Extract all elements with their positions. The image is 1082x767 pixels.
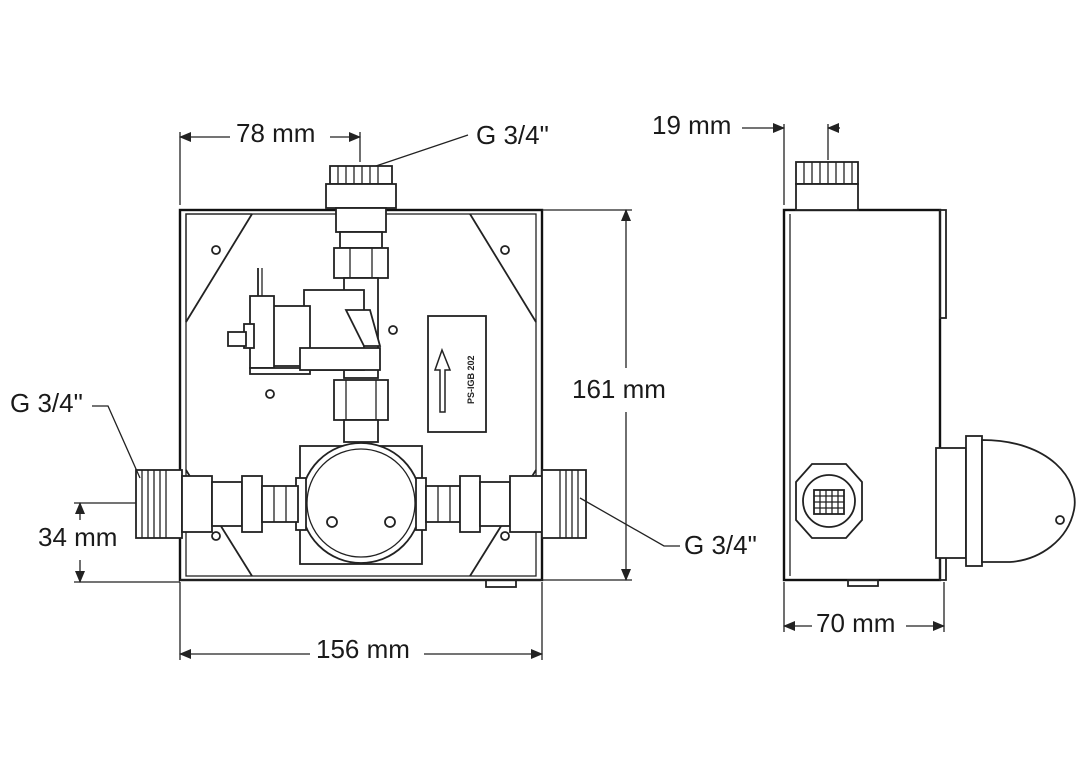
side-dome-cap <box>935 435 1076 567</box>
left-pipe-fitting <box>135 469 299 539</box>
valve-nut <box>333 379 389 421</box>
side-top-fitting <box>795 161 859 211</box>
dimension-lines <box>74 123 945 660</box>
central-chamber <box>295 442 427 565</box>
dim-bottom-offset: 34 mm <box>38 522 117 552</box>
flow-label-plate: PS-IGB 202 <box>427 315 487 433</box>
dim-top-width: 78 mm <box>236 118 315 148</box>
corner-bracket-tl <box>185 213 253 323</box>
dim-top-offset-side: 19 mm <box>652 110 731 140</box>
plate-text: PS-IGB 202 <box>466 355 476 404</box>
solenoid-valve <box>227 268 398 375</box>
corner-bracket-tr <box>469 213 537 323</box>
side-hex-connector <box>795 463 863 539</box>
label-right-connection: G 3/4" <box>684 530 757 560</box>
dim-height: 161 mm <box>572 374 666 404</box>
dim-depth: 70 mm <box>816 608 895 638</box>
right-pipe-fitting <box>425 469 587 539</box>
dim-overall-width: 156 mm <box>316 634 410 664</box>
label-left-connection: G 3/4" <box>10 388 83 418</box>
label-top-connection: G 3/4" <box>476 120 549 150</box>
front-view: PS-IGB 202 <box>135 165 587 588</box>
side-view <box>782 161 1076 587</box>
